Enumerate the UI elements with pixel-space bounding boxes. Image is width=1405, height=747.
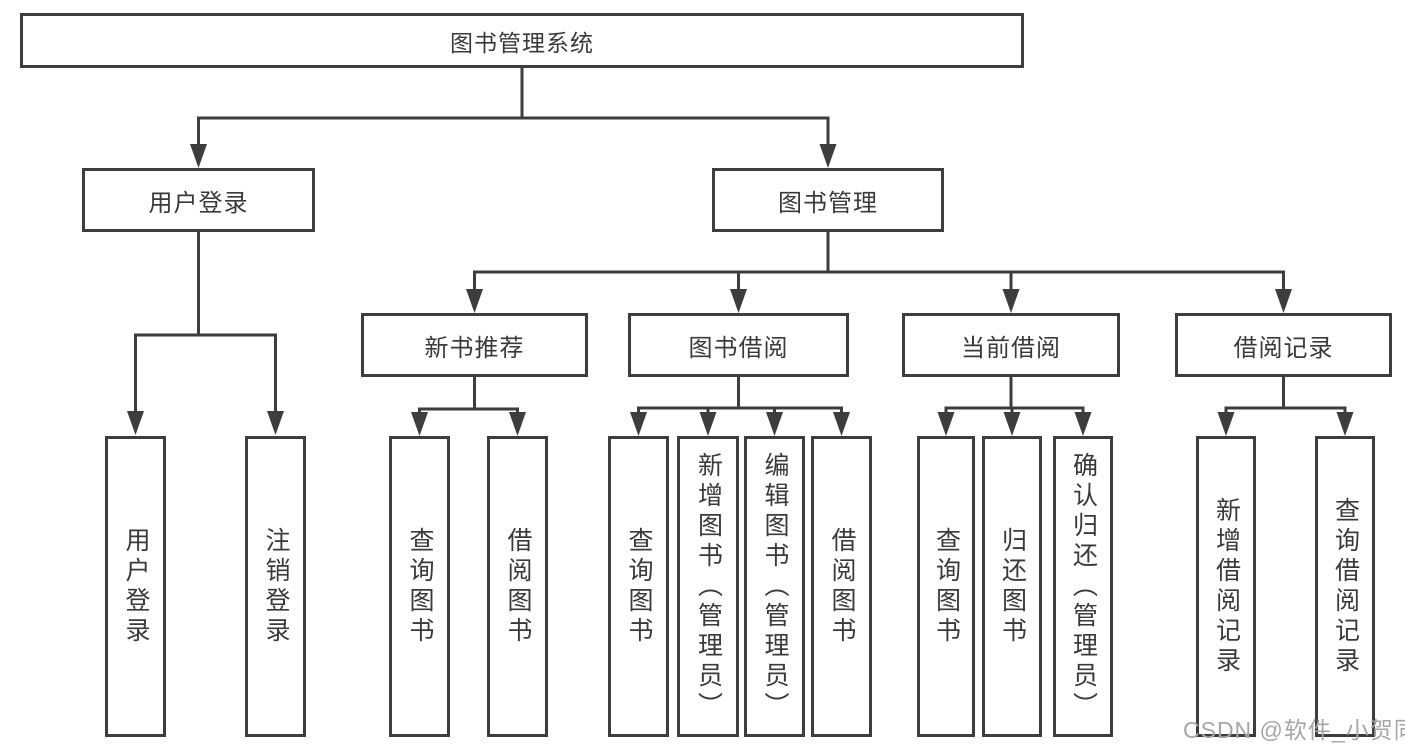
node-label: 新书推荐: [424, 334, 525, 362]
leaf-label: 查询借阅记录: [1331, 496, 1360, 677]
leaf-label: 查询图书: [406, 526, 434, 647]
node-label: 图书借阅: [688, 334, 789, 362]
leaf-user-login: 用户登录: [105, 436, 166, 737]
leaf-query-books-recommend: 查询图书: [389, 436, 450, 737]
node-label: 借阅记录: [1233, 334, 1334, 362]
leaf-label: 查询图书: [932, 526, 961, 647]
leaf-label: 用户登录: [122, 526, 150, 647]
leaf-borrow-books-recommend: 借阅图书: [487, 436, 548, 737]
leaf-edit-book-admin: 编辑图书（管理员）: [744, 436, 805, 737]
leaf-label: 确认归还（管理员）: [1069, 451, 1098, 722]
leaf-label: 借阅图书: [504, 526, 532, 647]
leaf-add-borrow-record: 新增借阅记录: [1196, 436, 1256, 737]
node-borrowing-records: 借阅记录: [1175, 313, 1392, 377]
leaf-logout: 注销登录: [245, 436, 306, 737]
leaf-label: 借阅图书: [828, 526, 856, 647]
leaf-add-book-admin: 新增图书（管理员）: [677, 436, 739, 737]
leaf-label: 查询图书: [625, 526, 653, 647]
node-label: 图书管理: [778, 189, 878, 217]
leaf-query-books-borrow: 查询图书: [608, 436, 669, 737]
leaf-borrow-books: 借阅图书: [811, 436, 872, 737]
leaf-query-borrow-record: 查询借阅记录: [1315, 436, 1375, 737]
node-book-management: 图书管理: [712, 168, 944, 232]
leaf-confirm-return-admin: 确认归还（管理员）: [1053, 436, 1113, 737]
node-current-borrowing: 当前借阅: [902, 313, 1120, 377]
node-user-login: 用户登录: [82, 168, 315, 232]
arrowheads: [127, 144, 1354, 436]
leaf-label: 归还图书: [998, 526, 1027, 647]
node-label: 用户登录: [148, 189, 249, 217]
leaf-query-books-current: 查询图书: [917, 436, 975, 737]
node-new-book-recommendation: 新书推荐: [361, 313, 588, 377]
node-library-management-system: 图书管理系统: [20, 13, 1024, 68]
leaf-label: 注销登录: [262, 526, 290, 647]
node-label: 当前借阅: [961, 334, 1061, 362]
leaf-label: 新增图书（管理员）: [694, 451, 723, 722]
node-label: 图书管理系统: [450, 29, 594, 56]
leaf-label: 新增借阅记录: [1212, 496, 1241, 677]
leaf-label: 编辑图书（管理员）: [761, 451, 789, 722]
node-book-borrowing: 图书借阅: [628, 313, 849, 377]
leaf-return-books: 归还图书: [982, 436, 1042, 737]
csdn-watermark: CSDN @软件_小贺同学: [1183, 717, 1405, 743]
